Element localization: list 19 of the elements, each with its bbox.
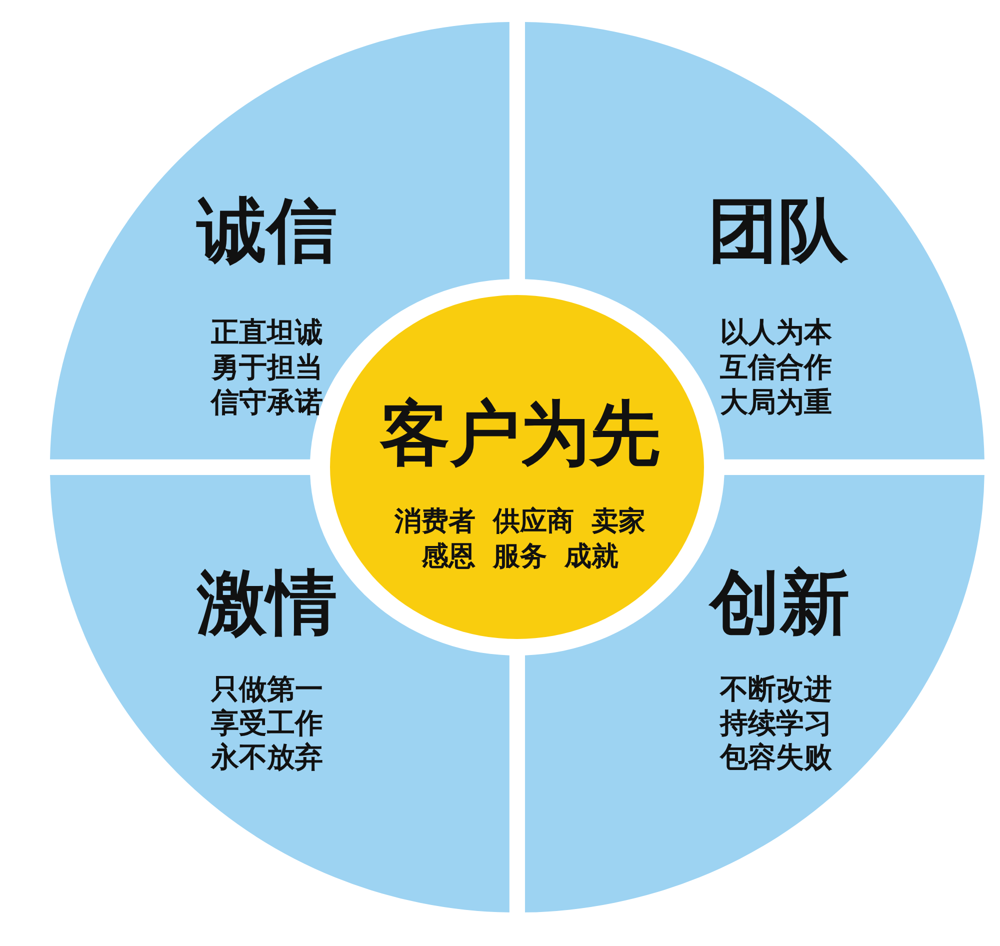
value-item: 持续学习 [720, 708, 832, 740]
value-title: 团队 [708, 192, 848, 270]
value-item: 永不放弃 [210, 742, 323, 774]
value-item: 信守承诺 [210, 388, 323, 418]
value-item: 大局为重 [720, 388, 832, 418]
center-subtitle: 消费者 供应商 卖家 [394, 507, 646, 537]
value-title: 创新 [710, 564, 850, 642]
value-item: 勇于担当 [210, 352, 323, 384]
center-title: 客户为先 [380, 396, 660, 472]
value-item: 以人为本 [720, 318, 832, 348]
value-item: 享受工作 [210, 708, 323, 740]
value-title: 诚信 [196, 192, 337, 270]
value-item: 正直坦诚 [210, 318, 323, 348]
value-item: 不断改进 [720, 674, 832, 706]
value-item: 包容失败 [720, 742, 832, 774]
value-item: 只做第一 [210, 674, 323, 706]
value-item: 互信合作 [720, 352, 832, 384]
value-title: 激情 [196, 564, 337, 642]
center-subtitle: 感恩 服务 成就 [422, 542, 618, 572]
